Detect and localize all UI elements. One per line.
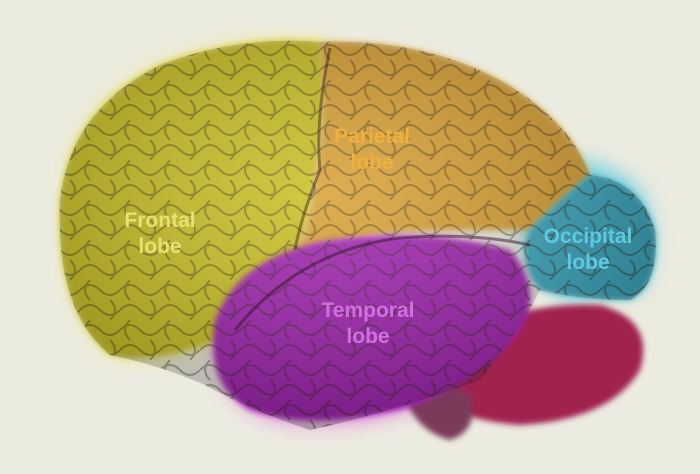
central-sulcus: [293, 47, 332, 251]
parietal-lobe-label-line1: Parietal: [334, 125, 410, 148]
temporal-lobe-label: Temporal lobe: [322, 298, 415, 350]
occipital-lobe-label: Occipital lobe: [544, 224, 633, 276]
temporal-lobe-label-line2: lobe: [346, 325, 390, 348]
parietal-lobe-label: Parietal lobe: [334, 124, 410, 176]
frontal-lobe-label: Frontal lobe: [124, 208, 195, 260]
occipital-lobe-label-line1: Occipital: [543, 225, 633, 248]
temporal-lobe-label-line1: Temporal: [321, 299, 415, 322]
frontal-lobe-label-line1: Frontal: [124, 209, 196, 232]
lateral-sulcus: [233, 234, 531, 331]
parietal-lobe-label-line2: lobe: [350, 151, 394, 174]
frontal-lobe-label-line2: lobe: [138, 235, 182, 258]
occipital-lobe-label-line2: lobe: [566, 251, 610, 274]
brain-shading: [59, 40, 656, 431]
